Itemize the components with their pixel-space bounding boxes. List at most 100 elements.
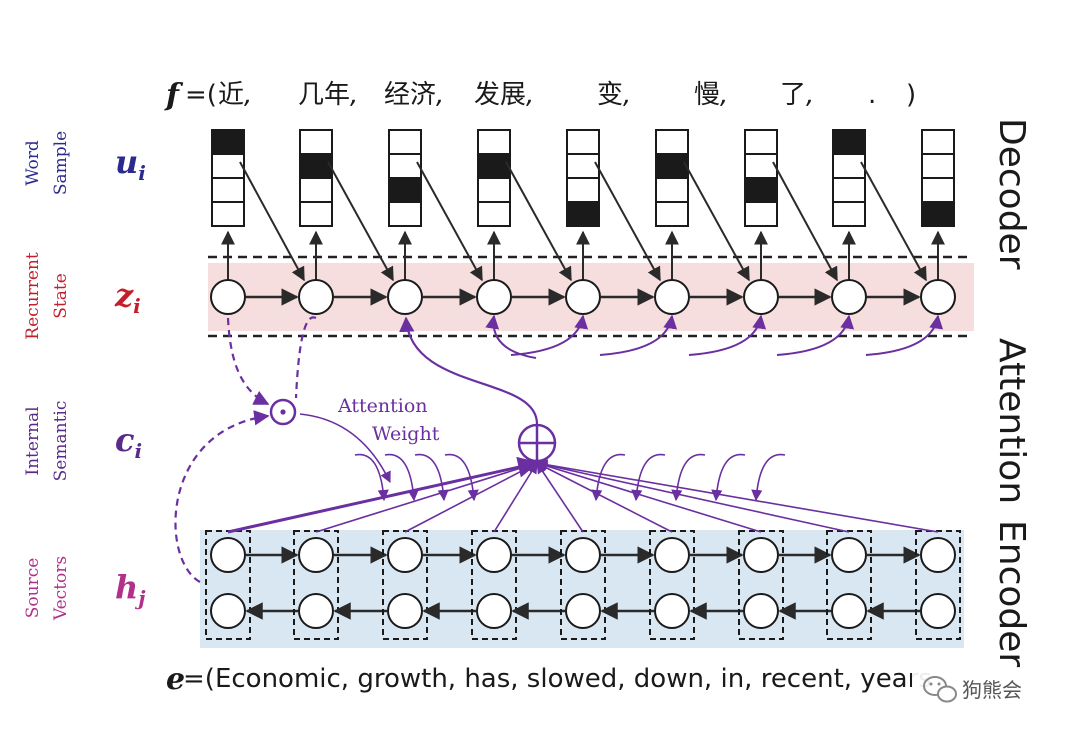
word-sample-box (388, 129, 483, 282)
target-sentence-equals-open: =( (185, 80, 217, 110)
attention-weight-pointer (299, 413, 391, 484)
word-sample-box (921, 129, 955, 281)
word-sample-cell (566, 129, 600, 155)
decoder-label: Decoder (991, 118, 1032, 270)
backward-state-node (565, 593, 601, 629)
word-sample-box (299, 129, 394, 282)
feedback-arrow (505, 161, 572, 282)
word-sample-cell (477, 129, 511, 155)
feedback-arrow (860, 161, 927, 282)
target-token: 几年, (298, 80, 358, 110)
attention-line (535, 459, 939, 533)
target-token: 发展, (474, 80, 534, 110)
decoder-state-node (387, 279, 423, 315)
backward-state-node (831, 593, 867, 629)
attention-weight-arrow (444, 453, 479, 502)
word-sample-cell-active (299, 153, 333, 179)
attention-weight-label-line2: Weight (372, 423, 440, 445)
word-sample-cell (388, 153, 422, 179)
context-product-node (269, 398, 297, 426)
source-vector-box (382, 530, 428, 640)
state-to-context-dashed-line (294, 316, 317, 399)
word-sample-cell-active (388, 177, 422, 203)
word-sample-cell (566, 177, 600, 203)
word-sample-cell-active (744, 177, 778, 203)
row-symbol: ui (115, 143, 146, 185)
context-input-arrow (510, 314, 589, 356)
source-sentence-text: =(Economic, growth, has, slowed, down, i… (183, 664, 932, 694)
target-sentence: f =( 近,几年,经济,发展,变,慢,了,. ) (164, 78, 916, 113)
row-symbol: hj (115, 568, 146, 610)
attention-weight-label-line1: Attention (337, 395, 428, 417)
target-token: 变, (597, 80, 631, 110)
forward-state-node (210, 537, 246, 573)
encoder-source-vectors (205, 530, 961, 640)
feedback-arrow (683, 161, 750, 282)
word-sample-cell (832, 201, 866, 227)
word-sample-cell (299, 129, 333, 155)
word-sample-cell-active (477, 153, 511, 179)
context-to-decoder-arrow (399, 316, 539, 425)
target-token: 近, (218, 80, 252, 110)
source-vector-box (738, 530, 784, 640)
row-label-line1: Source (23, 558, 43, 619)
decoder-state-node (920, 279, 956, 315)
backward-state-node (298, 593, 334, 629)
target-sentence-close: ) (906, 80, 916, 110)
word-sample-cell-active (566, 201, 600, 227)
word-sample-cell (832, 177, 866, 203)
row-label-line2: Semantic (51, 401, 71, 482)
attention-weight-arrow (591, 453, 626, 502)
backward-state-node (920, 593, 956, 629)
word-sample-cell (832, 153, 866, 179)
source-sentence: e =(Economic, growth, has, slowed, down,… (166, 662, 932, 697)
encoder-label: Encoder (991, 520, 1032, 667)
row-label-line1: Internal (23, 406, 43, 475)
word-sample-cell (299, 177, 333, 203)
attention-sum-node (517, 423, 557, 463)
backward-state-node (476, 593, 512, 629)
attention-line (493, 462, 538, 533)
backward-state-node (387, 593, 423, 629)
decoder-recurrent-states (210, 279, 956, 315)
forward-state-node (387, 537, 423, 573)
word-sample-cell (655, 201, 689, 227)
context-input-arrow (599, 314, 678, 356)
attention-line (536, 462, 673, 533)
word-sample-cell (211, 153, 245, 179)
decoder-state-node (654, 279, 690, 315)
word-sample-box (832, 129, 927, 282)
forward-state-node (565, 537, 601, 573)
word-sample-cell-active (211, 129, 245, 155)
forward-state-node (743, 537, 779, 573)
wechat-watermark: 狗熊会 (912, 668, 1044, 708)
word-sample-cell (744, 129, 778, 155)
source-to-context-dashed-arrow (174, 410, 270, 583)
attention-weight-arrow (384, 453, 419, 502)
word-sample-cell (388, 129, 422, 155)
word-sample-cell (211, 177, 245, 203)
decoder-state-node (743, 279, 779, 315)
row-label-line1: Word (23, 140, 43, 186)
word-sample-cell (655, 177, 689, 203)
source-vector-box (826, 530, 872, 640)
word-sample-box (477, 129, 572, 282)
context-input-arrow (485, 314, 537, 359)
word-sample-cell (211, 201, 245, 227)
forward-state-node (298, 537, 334, 573)
target-token: . (868, 80, 876, 110)
word-sample-box (744, 129, 838, 282)
source-vector-box (649, 530, 695, 640)
word-sample-cell-active (832, 129, 866, 155)
attention-weight-arrow (751, 453, 786, 502)
row-label-line2: State (51, 273, 71, 319)
attention-weight-arrow (414, 453, 449, 502)
feedback-arrow (594, 161, 661, 282)
forward-state-node (654, 537, 690, 573)
attention-weight-arrow (354, 453, 389, 502)
target-sentence-prefix: f (164, 78, 184, 113)
word-sample-cell (744, 153, 778, 179)
row-symbol: zi (114, 276, 141, 318)
